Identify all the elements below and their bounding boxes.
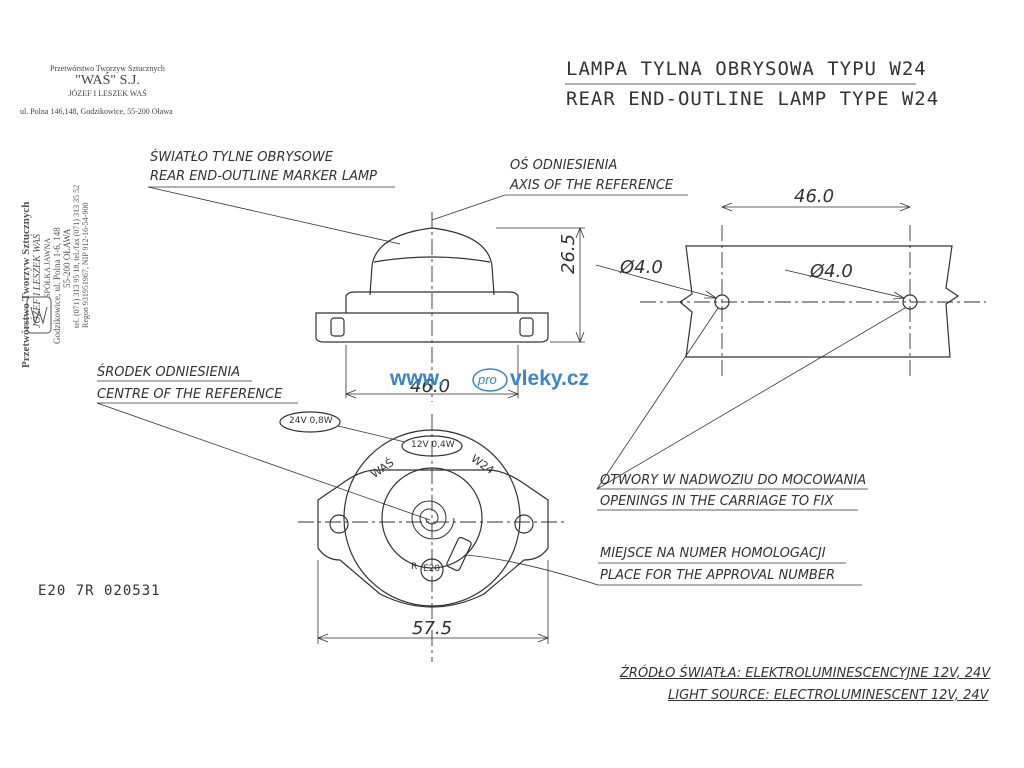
dim-height: 26.5 (558, 233, 579, 274)
stamp-line-7: Regon 931951967, NIP 912-16-54-900 (81, 202, 90, 328)
company-line-1: Przetwórstwo Tworzyw Sztucznych (50, 64, 165, 73)
label-centre-en: CENTRE OF THE REFERENCE (97, 387, 283, 402)
lamp-dome-band (373, 256, 491, 263)
lamp-leader (147, 186, 401, 245)
dim-front-width: 57.5 (412, 618, 453, 639)
flange-slot-left (330, 317, 345, 337)
hole-right-mark (902, 294, 918, 310)
label-approval-en: PLACE FOR THE APPROVAL NUMBER (600, 568, 836, 583)
side-view (147, 186, 688, 402)
stamp-line-2: JÓZEF I LESZEK WAŚ (32, 233, 43, 328)
marking-24v: 24V 0,8W (289, 416, 333, 426)
lamp-flange (315, 312, 549, 343)
approval-code: E20 7R 020531 (38, 583, 161, 599)
centre-leader (96, 402, 431, 521)
openings-leader-right (596, 307, 906, 490)
approval-leader (465, 554, 599, 586)
label-openings-pl: OTWORY W NADWOZIU DO MOCOWANIA (600, 473, 867, 488)
mount-hole-left (329, 514, 349, 534)
hole-detail (595, 202, 986, 511)
watermark-right: vleky.cz (510, 367, 590, 390)
openings-leader-left (596, 307, 719, 490)
watermark-mid: pro (478, 372, 497, 387)
label-source-pl: ŹRÓDŁO ŚWIATŁA: ELEKTROLUMINESCENCYJNE 1… (620, 666, 991, 681)
label-approval-pl: MIEJSCE NA NUMER HOMOLOGACJI (600, 546, 826, 561)
lens-spiral (411, 500, 455, 540)
company-line-2: "WAŚ" S.J. (75, 73, 140, 88)
stamp-line-6: tel. (071) 313 95 18, tel./fax (071) 313… (72, 184, 81, 328)
hole-left-mark (714, 294, 730, 310)
label-axis-pl: OŚ ODNIESIENIA (510, 158, 618, 173)
dim-hole-right: Ø4.0 (810, 261, 853, 282)
flange-slot-right (519, 317, 534, 337)
watermark-circle (472, 368, 508, 392)
front-housing (317, 469, 549, 608)
company-line-3: JÓZEF I LESZEK WAŚ (68, 89, 147, 98)
stamp-line-3: SPÓŁKA JAWNA (43, 237, 52, 298)
company-stamp: Przetwórstwo Tworzyw Sztucznych JÓZEF I … (20, 128, 120, 368)
company-logo (26, 296, 52, 334)
marking-12v: 12V 0,4W (411, 440, 455, 450)
v24-ellipse (279, 411, 341, 433)
marking-r: R (411, 562, 418, 572)
label-centre-pl: ŚRODEK ODNIESIENIA (97, 365, 241, 380)
dim-holes-width: 46.0 (794, 186, 835, 207)
company-header: Przetwórstwo Tworzyw Sztucznych "WAŚ" S.… (40, 64, 175, 98)
title-en: REAR END-OUTLINE LAMP TYPE W24 (566, 88, 940, 110)
carriage-panel (678, 245, 960, 358)
approval-slot (446, 536, 472, 572)
label-source-en: LIGHT SOURCE: ELECTROLUMINESCENT 12V, 24… (668, 688, 989, 703)
company-address: ul. Polna 146,148, Godzikowice, 55-200 O… (20, 107, 173, 116)
mount-hole-right (514, 514, 534, 534)
axis-leader (431, 194, 506, 221)
stamp-line-5: 55-200 OŁAWA (62, 228, 72, 288)
stamp-line-1: Przetwórstwo Tworzyw Sztucznych (20, 201, 32, 368)
dim-side-width: 46.0 (410, 376, 451, 397)
label-openings-en: OPENINGS IN THE CARRIAGE TO FIX (600, 494, 834, 509)
label-lamp-pl: ŚWIATŁO TYLNE OBRYSOWE (150, 150, 333, 165)
label-axis-en: AXIS OF THE REFERENCE (510, 178, 674, 193)
lamp-body (345, 291, 519, 313)
title-pl: LAMPA TYLNA OBRYSOWA TYPU W24 (566, 58, 927, 80)
label-lamp-en: REAR END-OUTLINE MARKER LAMP (150, 169, 378, 184)
watermark-left: www. (390, 367, 445, 390)
stamp-line-4: Godzikowice, ul. Polna 1-6, 148 (52, 227, 62, 344)
dim-hole-left: Ø4.0 (620, 257, 663, 278)
marking-e20: E20 (423, 564, 441, 574)
front-view (96, 380, 862, 662)
